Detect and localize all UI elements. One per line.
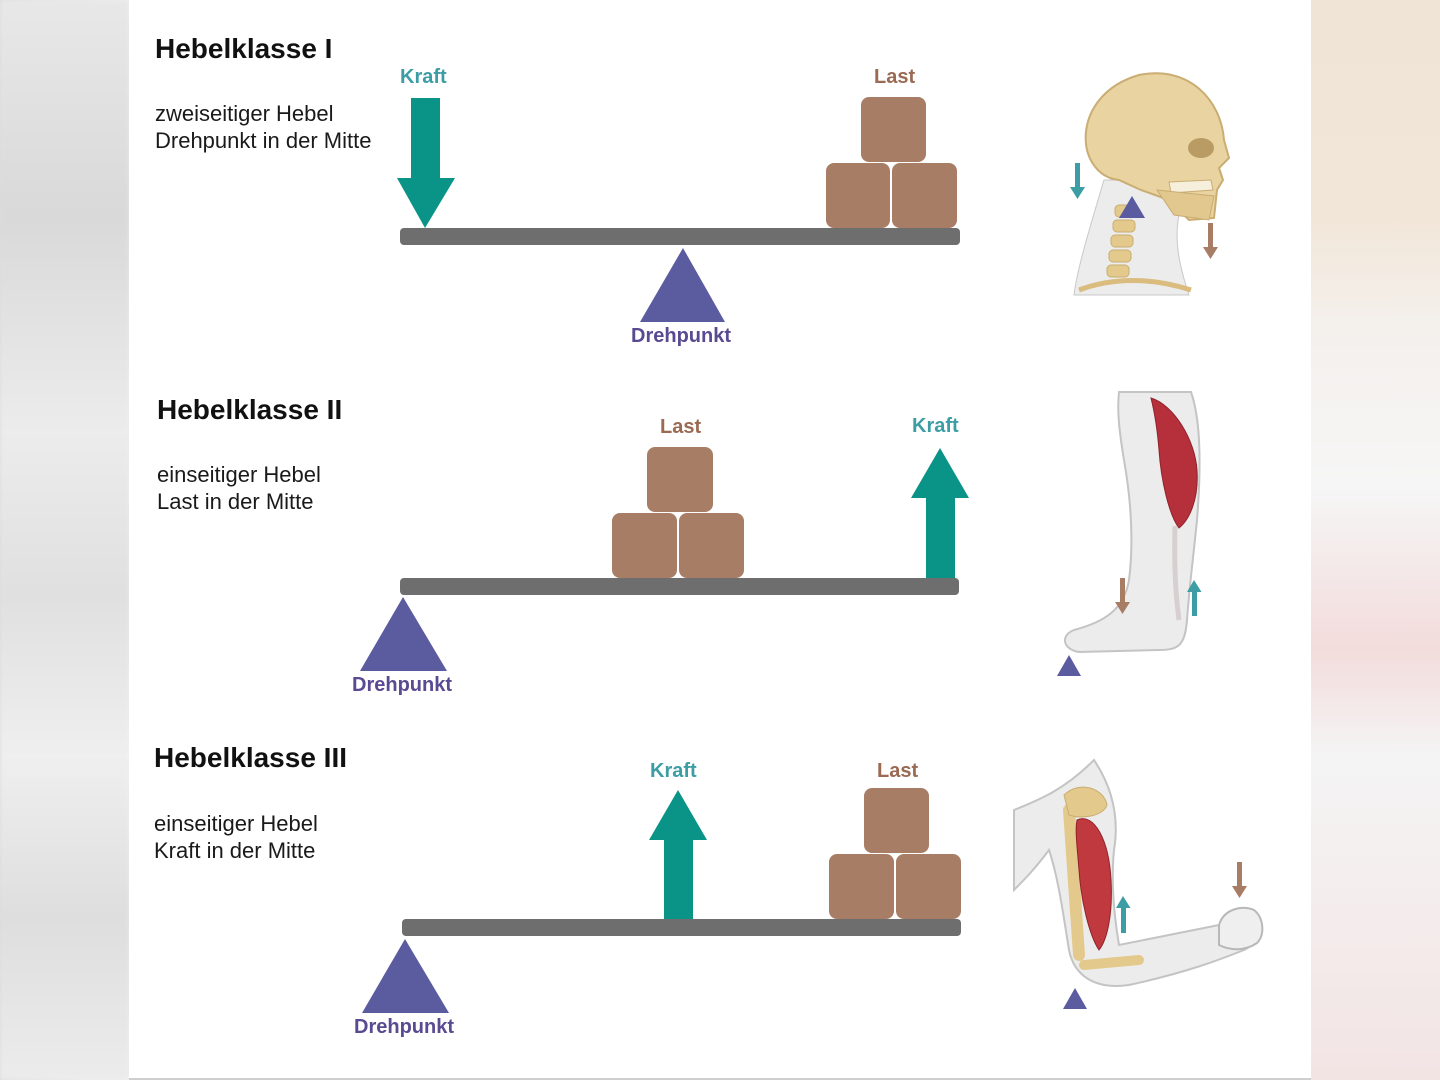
head-last-arrow-down [1203,223,1218,259]
leg-drehpunkt-triangle [1057,655,1081,676]
humerus [1063,804,1085,961]
last-block [829,854,894,919]
class-2-beam [400,578,959,595]
class-2-lever [360,447,969,671]
class-2-kraft-label: Kraft [912,415,959,437]
class-3-description-line-1: einseitiger Hebel [154,811,318,836]
class-1-beam [400,228,960,245]
class-1-description-line-2: Drehpunkt in der Mitte [155,128,372,153]
calf-muscle [1150,397,1198,529]
last-block [864,788,929,853]
last-block [861,97,926,162]
class-2-last-label: Last [660,416,702,438]
clavicle [1078,278,1192,293]
blurred-background-left [0,0,130,1080]
class-1-title: Hebelklasse I [155,33,333,64]
diagram-graphics [360,72,1264,1013]
last-block [679,513,744,578]
class-2-last-blocks [612,447,744,578]
blurred-background-right [1310,0,1440,1080]
class-2-kraft-arrow-up [911,448,969,578]
shoulder-bone [1063,786,1108,818]
leg-last-arrow-down [1115,578,1130,614]
class-1-drehpunkt-triangle [640,248,725,322]
class-3-description-line-2: Kraft in der Mitte [154,838,316,863]
vertebra [1106,264,1130,278]
class-3-drehpunkt-label: Drehpunkt [354,1016,454,1038]
fist [1218,906,1264,951]
last-block [896,854,961,919]
class-1-lever [397,97,960,322]
class-3-beam [402,919,961,936]
arm-biceps-illustration [1013,758,1264,1009]
class-3-last-label: Last [877,760,919,782]
class-1-description: zweiseitiger Hebel Drehpunkt in der Mitt… [155,100,371,154]
lower-leg-foot-illustration [1057,391,1202,676]
head-neck-illustration [1070,72,1231,296]
last-block [612,513,677,578]
class-2-title: Hebelklasse II [157,394,343,425]
class-2-drehpunkt-triangle [360,597,447,671]
class-1-last-blocks [826,97,957,228]
class-1-kraft-arrow-down [397,98,455,228]
arm-last-arrow-down [1232,862,1247,898]
class-2-description: einseitiger Hebel Last in der Mitte [157,461,321,515]
class-3-lever [362,788,961,1013]
arm-kraft-arrow-up [1116,896,1131,933]
class-1-description-line-1: zweiseitiger Hebel [155,101,334,126]
class-2-description-line-2: Last in der Mitte [157,489,314,514]
class-3-title: Hebelklasse III [154,742,348,773]
teeth [1168,179,1214,194]
arm-silhouette [1013,758,1256,987]
class-3-kraft-arrow-up [649,790,707,919]
arm-drehpunkt-triangle [1063,988,1087,1009]
last-block [892,163,957,228]
class-1-drehpunkt-label: Drehpunkt [631,325,731,347]
vertebra [1108,249,1132,263]
last-block [826,163,890,228]
class-3-drehpunkt-triangle [362,939,449,1013]
achilles-tendon [1172,525,1182,621]
lever-classes-diagram: Hebelklasse I zweiseitiger Hebel Drehpun… [129,0,1311,1080]
class-1-kraft-label: Kraft [400,66,447,88]
class-3-last-blocks [829,788,961,919]
class-3-kraft-label: Kraft [650,760,697,782]
leg-kraft-arrow-up [1187,580,1202,616]
last-block [647,447,713,512]
forearm-bones [1079,955,1144,970]
class-3-description: einseitiger Hebel Kraft in der Mitte [154,810,318,864]
class-1-last-label: Last [874,66,916,88]
class-2-drehpunkt-label: Drehpunkt [352,674,452,696]
head-drehpunkt-triangle [1119,196,1145,218]
biceps-muscle [1075,818,1112,951]
eye-socket [1188,138,1214,158]
vertebra [1112,219,1136,233]
head-kraft-arrow-down [1070,163,1085,199]
vertebra [1110,234,1134,248]
class-2-description-line-1: einseitiger Hebel [157,462,321,487]
jaw [1155,189,1215,221]
